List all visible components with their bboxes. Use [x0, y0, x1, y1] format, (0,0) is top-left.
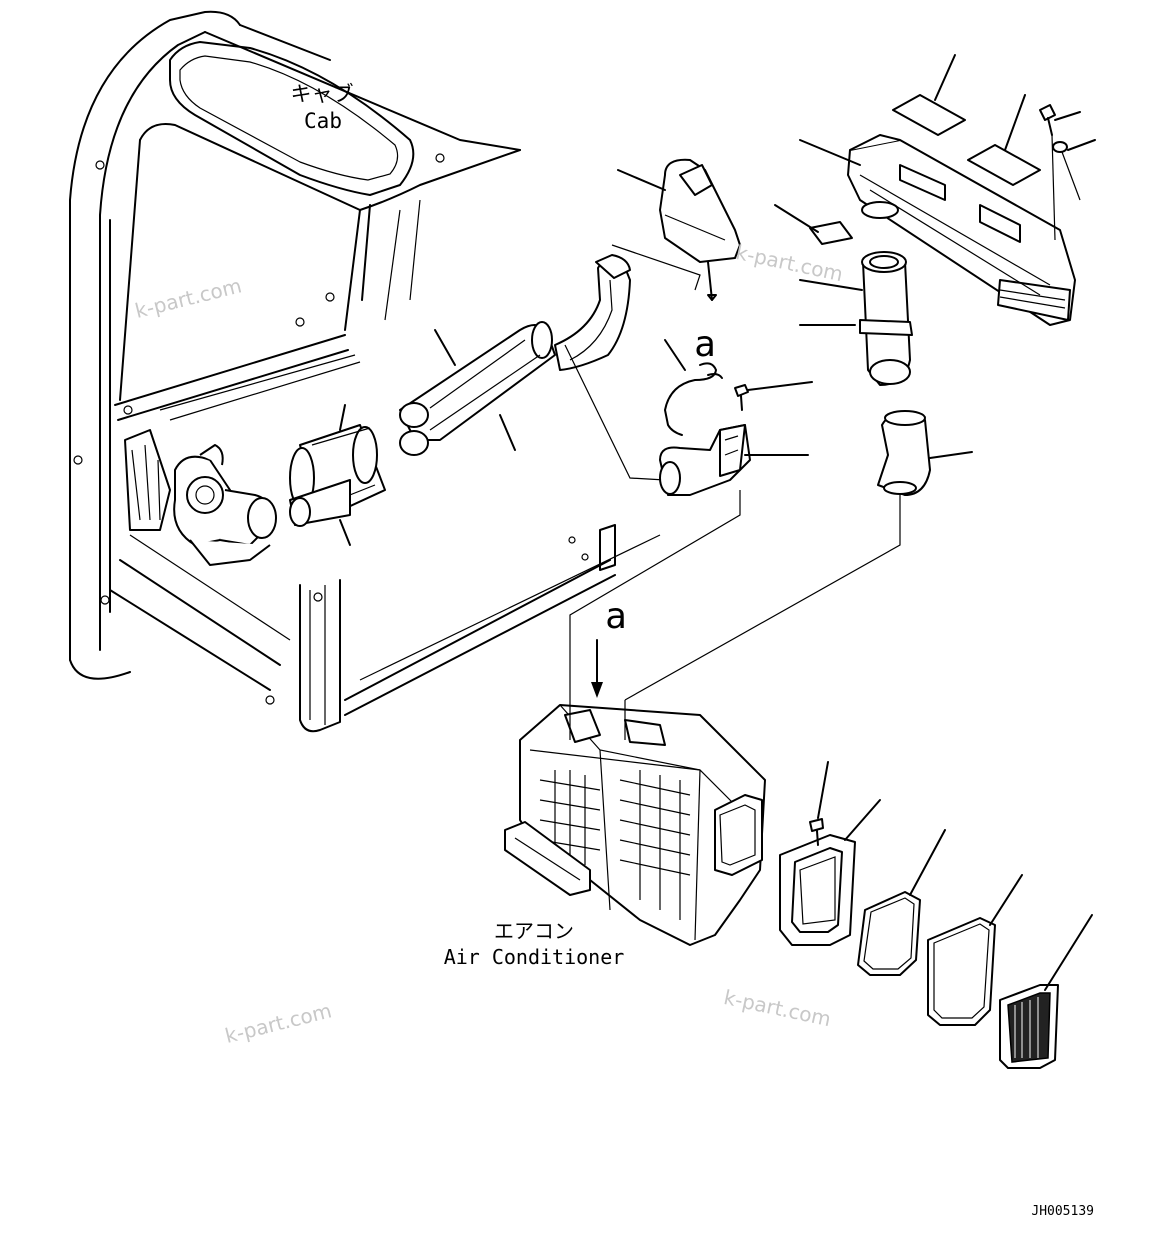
drain-hose — [664, 339, 723, 436]
watermark: k-part.com — [734, 240, 846, 286]
small-elbow-duct — [624, 410, 973, 701]
cylinder-duct — [799, 251, 913, 386]
rear-duct-assembly — [774, 54, 1096, 326]
filter-frame — [779, 761, 881, 946]
cab-label-jp: キャブ — [291, 82, 354, 106]
seal-gasket-2 — [927, 874, 1023, 1026]
lower-elbow-duct — [569, 381, 813, 705]
air-conditioner-unit — [504, 639, 766, 946]
flex-duct — [399, 244, 701, 481]
steering-column — [124, 429, 277, 566]
watermark: k-part.com — [223, 998, 334, 1048]
ac-label: エアコン Air Conditioner — [444, 919, 625, 969]
ac-label-jp: エアコン — [494, 919, 574, 943]
upper-elbow-duct — [617, 158, 741, 301]
reference-a-lower: a — [605, 596, 627, 637]
seal-gasket-1 — [857, 829, 946, 976]
ac-label-en: Air Conditioner — [444, 945, 625, 969]
reference-a-upper: a — [694, 324, 716, 365]
watermark: k-part.com — [722, 985, 834, 1031]
drawing-number: JH005139 — [1031, 1204, 1094, 1219]
cab-label: キャブ Cab — [291, 82, 354, 133]
watermark: k-part.com — [133, 273, 244, 323]
cab-frame — [69, 10, 661, 733]
cab-label-en: Cab — [304, 109, 342, 133]
round-duct-assembly — [289, 404, 386, 546]
filter-element — [999, 914, 1093, 1069]
